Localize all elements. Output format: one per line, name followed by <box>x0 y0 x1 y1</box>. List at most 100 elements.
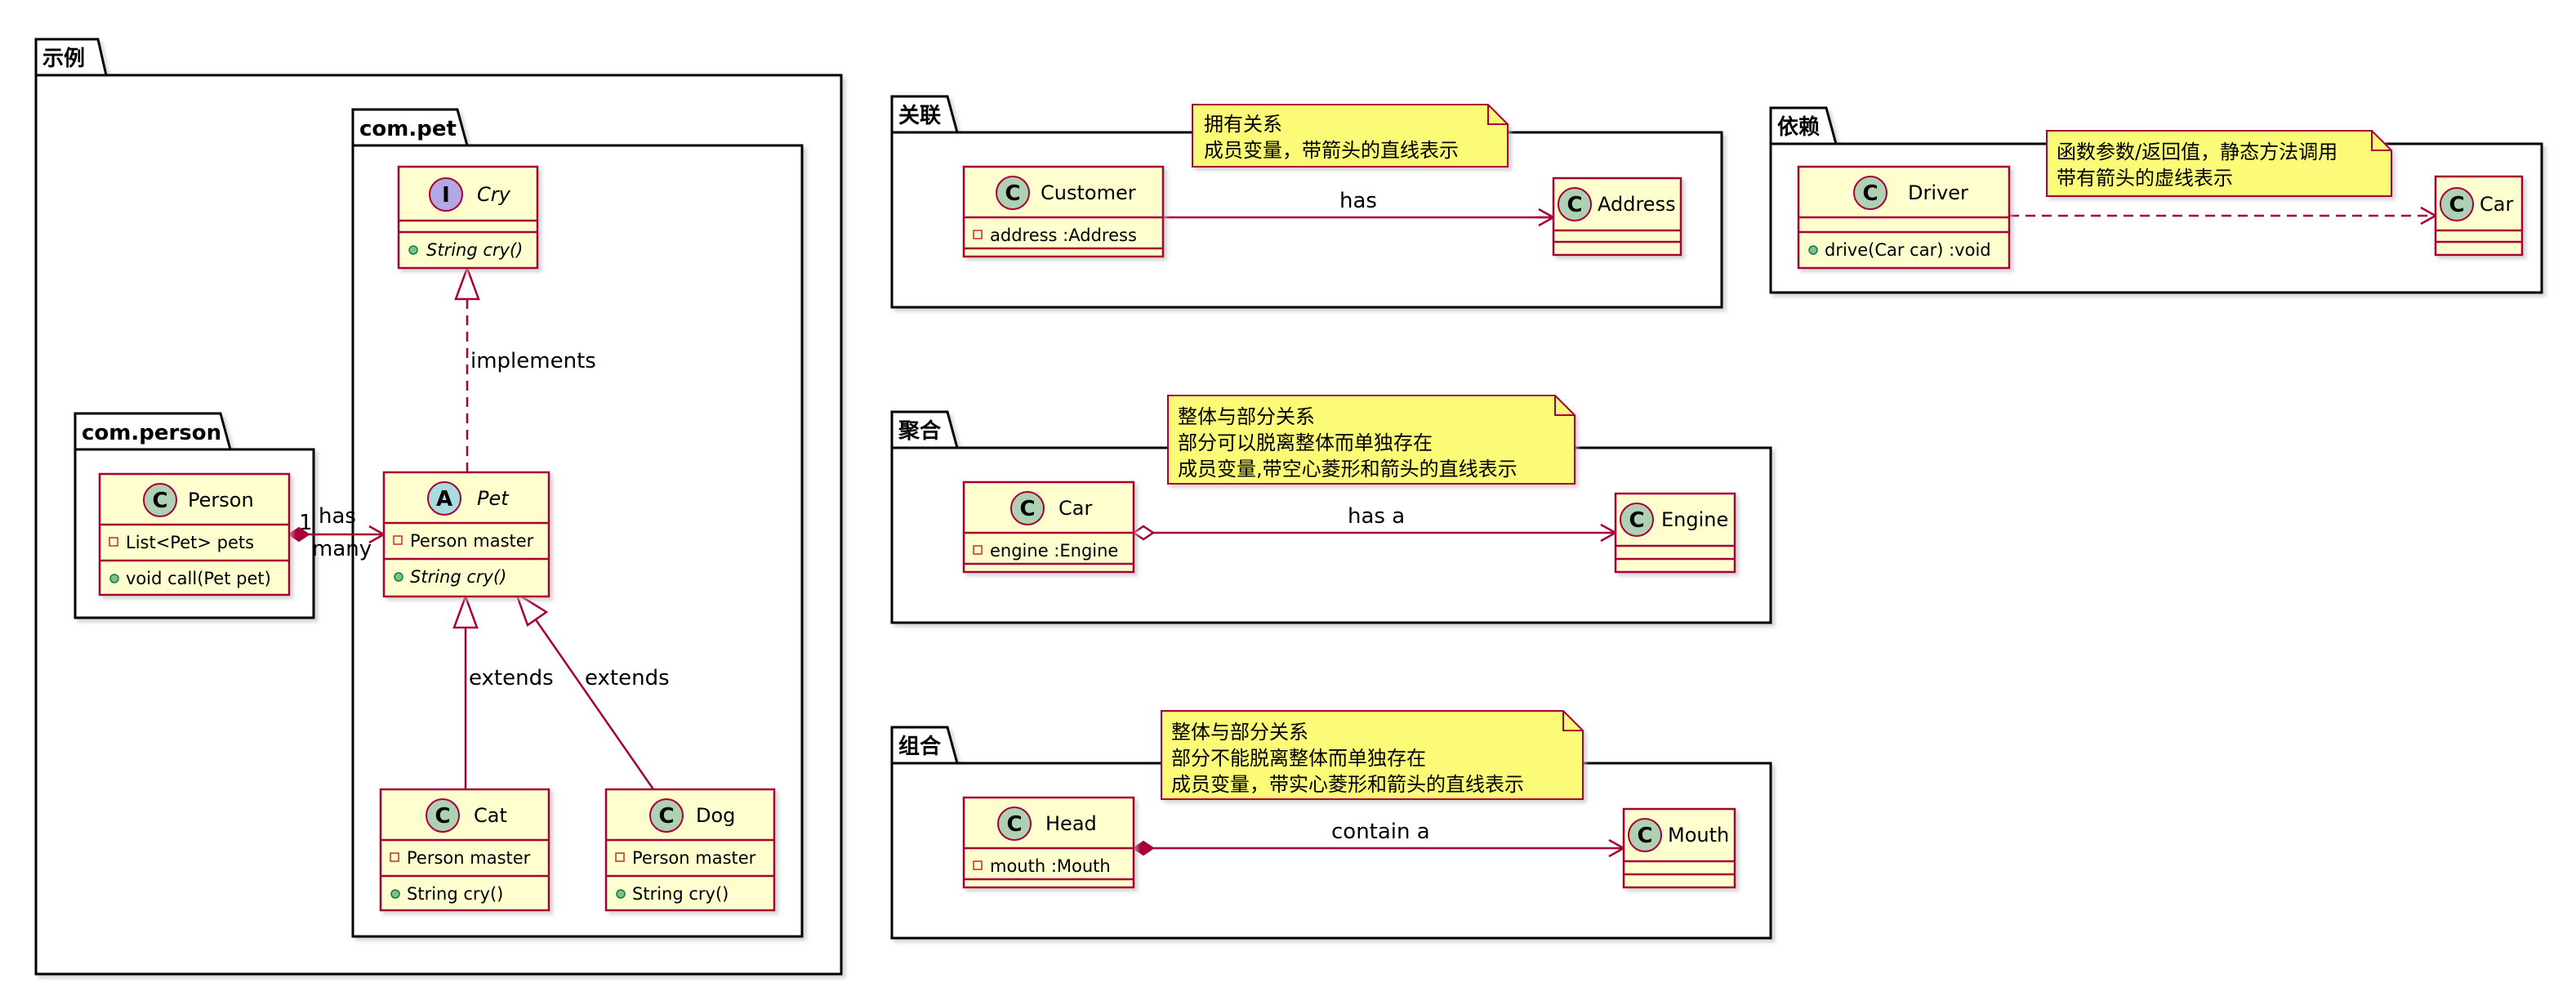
svg-text:C: C <box>152 489 167 513</box>
class-icon: C <box>649 798 684 833</box>
class-icon: C <box>2440 187 2474 221</box>
edge-implements-label: implements <box>470 349 596 373</box>
class-icon: C <box>1558 187 1592 221</box>
package-dependency-label: 依赖 <box>1777 115 1820 140</box>
class-mouth-name: Mouth <box>1668 824 1729 847</box>
private-visibility-icon <box>109 537 118 547</box>
edge-extends-dog-label: extends <box>585 666 670 690</box>
note-aggregation <box>1167 395 1575 485</box>
class-address-name: Address <box>1598 193 1676 216</box>
class-pet-method: String cry() <box>410 567 506 587</box>
class-icon: C <box>1620 503 1654 537</box>
class-person[interactable] <box>98 472 291 597</box>
class-head-field: mouth :Mouth <box>990 856 1111 876</box>
package-aggregation-label: 聚合 <box>898 418 942 444</box>
class-agg-car[interactable] <box>962 480 1135 574</box>
class-customer-field: address :Address <box>990 226 1137 245</box>
class-icon: C <box>1010 491 1045 525</box>
class-head-name: Head <box>1045 812 1097 835</box>
note-composition-line-1: 整体与部分关系 <box>1171 721 1308 744</box>
private-visibility-icon <box>393 535 403 545</box>
abstract-icon: A <box>427 481 461 516</box>
package-example-label: 示例 <box>42 47 85 71</box>
class-icon: C <box>426 798 460 833</box>
private-visibility-icon <box>973 230 983 239</box>
class-cat-method: String cry() <box>407 884 503 904</box>
class-cat-field: Person master <box>407 848 531 868</box>
edge-has-label: has <box>319 504 356 529</box>
private-visibility-icon <box>390 852 399 862</box>
public-visibility-icon <box>408 245 418 255</box>
class-cry-method: String cry() <box>426 240 523 260</box>
note-composition-line-2: 部分不能脱离整体而单独存在 <box>1171 747 1426 770</box>
private-visibility-icon <box>973 545 983 555</box>
svg-text:C: C <box>1637 824 1652 848</box>
class-driver[interactable] <box>1797 165 2011 270</box>
class-pet[interactable] <box>382 471 550 598</box>
svg-text:C: C <box>1567 193 1582 217</box>
svg-text:C: C <box>658 804 674 829</box>
class-pet-name: Pet <box>477 487 510 510</box>
note-association-line-1: 拥有关系 <box>1204 113 1282 136</box>
class-icon: C <box>1628 818 1662 852</box>
public-visibility-icon <box>616 889 626 899</box>
edge-extends-dog <box>514 591 655 790</box>
package-association-label: 关联 <box>898 104 941 128</box>
class-dep-car-name: Car <box>2480 193 2513 216</box>
public-visibility-icon <box>394 572 403 582</box>
class-customer-name: Customer <box>1041 181 1136 204</box>
note-dependency-line-1: 函数参数/返回值，静态方法调用 <box>2057 141 2338 163</box>
note-aggregation-line-1: 整体与部分关系 <box>1178 405 1315 428</box>
edge-extends-cat <box>452 593 479 789</box>
package-com-person-label: com.person <box>82 421 221 445</box>
class-engine-name: Engine <box>1661 508 1728 531</box>
class-pet-field: Person master <box>410 531 534 551</box>
class-driver-method: drive(Car car) :void <box>1825 240 1991 260</box>
class-icon: C <box>997 807 1032 841</box>
class-icon: C <box>1853 176 1887 210</box>
edge-has-person-pet <box>287 525 386 544</box>
edge-association-label: has <box>1339 189 1377 213</box>
svg-text:A: A <box>436 487 452 512</box>
class-dog-field: Person master <box>632 848 756 868</box>
class-cry-name: Cry <box>477 183 511 206</box>
class-agg-car-field: engine :Engine <box>990 541 1118 561</box>
note-dependency-line-2: 带有箭头的虚线表示 <box>2057 167 2233 190</box>
class-customer[interactable] <box>962 165 1165 258</box>
note-aggregation-line-3: 成员变量,带空心菱形和箭头的直线表示 <box>1178 458 1518 480</box>
note-aggregation-line-2: 部分可以脱离整体而单独存在 <box>1178 431 1433 454</box>
note-composition-line-3: 成员变量，带实心菱形和箭头的直线表示 <box>1171 773 1524 796</box>
class-agg-car-name: Car <box>1058 497 1092 520</box>
class-dog[interactable] <box>604 788 776 912</box>
svg-text:C: C <box>1005 181 1020 206</box>
class-dog-method: String cry() <box>632 884 729 904</box>
class-dog-name: Dog <box>696 804 735 827</box>
svg-text:C: C <box>1629 508 1644 533</box>
class-icon: C <box>143 483 177 517</box>
svg-text:I: I <box>442 183 450 208</box>
interface-icon: I <box>429 177 463 212</box>
note-association-line-2: 成员变量，带箭头的直线表示 <box>1204 139 1459 162</box>
note-association <box>1192 104 1509 168</box>
class-cat[interactable] <box>379 788 550 912</box>
class-person-name: Person <box>188 489 254 512</box>
svg-text:C: C <box>1006 812 1022 837</box>
private-visibility-icon <box>973 860 983 870</box>
package-com-pet-label: com.pet <box>359 117 457 141</box>
svg-text:C: C <box>1862 181 1878 206</box>
public-visibility-icon <box>109 574 119 583</box>
svg-text:C: C <box>1019 497 1035 521</box>
class-driver-name: Driver <box>1908 181 1968 204</box>
edge-aggregation-label: has a <box>1348 504 1405 529</box>
note-composition <box>1161 710 1584 800</box>
class-head[interactable] <box>962 796 1135 889</box>
class-person-field: List<Pet> pets <box>126 533 254 552</box>
package-composition-label: 组合 <box>898 734 942 759</box>
edge-extends-cat-label: extends <box>469 666 554 690</box>
class-cry[interactable] <box>397 165 539 270</box>
edge-composition-label: contain a <box>1331 820 1430 844</box>
svg-text:C: C <box>2449 193 2464 217</box>
svg-text:C: C <box>435 804 450 829</box>
public-visibility-icon <box>390 889 400 899</box>
